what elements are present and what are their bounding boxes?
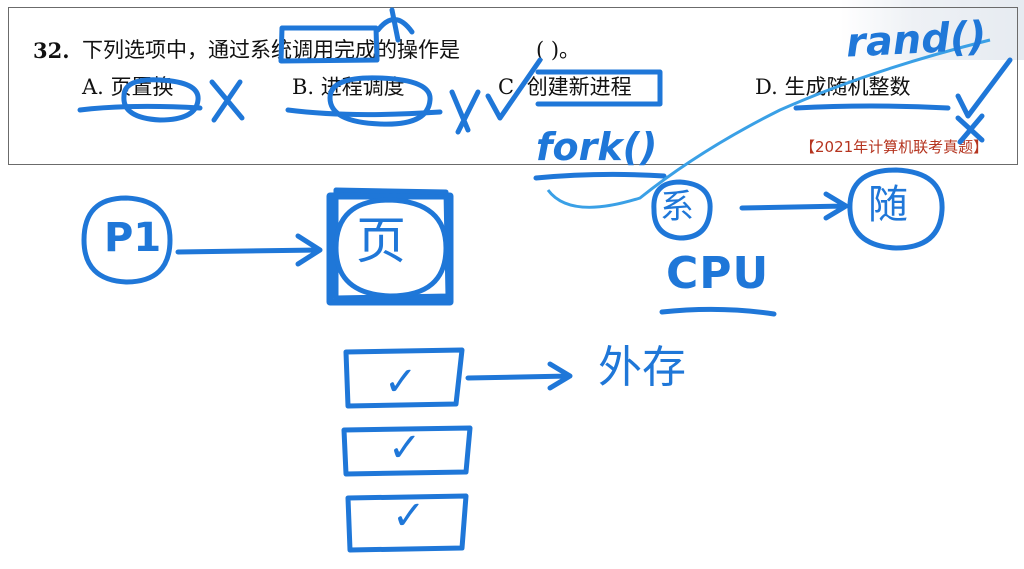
check-mark-3: ✓ (392, 493, 426, 539)
system-call-box (278, 25, 380, 64)
option-c-text: 创建新进程 (526, 75, 632, 99)
question-stem: 下列选项中，通过系统调用完成的操作是 (82, 38, 460, 62)
option-a-underline (77, 103, 203, 113)
option-c-label: C. (498, 75, 520, 99)
option-d: D. 生成随机整数 (755, 77, 910, 98)
option-a-cross (209, 79, 245, 123)
option-d-underline (793, 103, 951, 111)
source-tag: 【2021年计算机联考真题】 (800, 138, 989, 156)
sys-circle (651, 179, 713, 241)
question-number: 32. (33, 38, 70, 63)
option-b-circle (327, 75, 433, 127)
rand-char-annotation: 随 (868, 182, 908, 228)
cpu-underline (659, 306, 777, 317)
sys-annotation: 系 (660, 187, 694, 227)
check-mark-2: ✓ (388, 425, 422, 471)
option-a-circle (121, 77, 201, 123)
arrow-frame-to-external (465, 361, 573, 391)
page-annotation: 页 (356, 212, 406, 270)
rand-annotation: rand() (844, 13, 988, 67)
cpu-annotation: CPU (666, 248, 770, 299)
page-circle (333, 197, 449, 299)
option-a-label: A. (82, 75, 104, 99)
option-c-box (535, 69, 663, 107)
page-frame-3 (345, 493, 469, 553)
page-frame-1 (343, 347, 465, 409)
arrow-p1-to-page (175, 233, 323, 267)
option-d-cross (955, 113, 985, 145)
page-box (326, 192, 454, 306)
option-b-label: B. (292, 75, 315, 99)
question-box (8, 7, 1018, 165)
video-overlay-shade (840, 0, 1024, 60)
fork-annotation: fork() (536, 125, 658, 169)
check-mark-1: ✓ (384, 359, 418, 405)
p1-circle (81, 195, 173, 285)
arrow-sys-to-rand (739, 191, 849, 221)
option-d-label: D. (755, 75, 778, 99)
answer-blank: ( )。 (536, 38, 581, 62)
option-b-cross (449, 89, 481, 135)
rand-connector-arc (546, 38, 991, 209)
option-c: C. 创建新进程 (498, 77, 632, 98)
option-d-text: 生成随机整数 (784, 75, 911, 99)
option-b-underline (285, 107, 443, 118)
p1-annotation: P1 (104, 215, 162, 261)
option-d-check (955, 57, 1013, 119)
rand-circle (847, 167, 945, 251)
scribble-over-diao (375, 7, 415, 43)
external-storage-annotation: 外存 (598, 342, 686, 393)
fork-underline (533, 171, 667, 181)
page-frame-2 (341, 425, 473, 477)
option-c-check (485, 57, 543, 121)
